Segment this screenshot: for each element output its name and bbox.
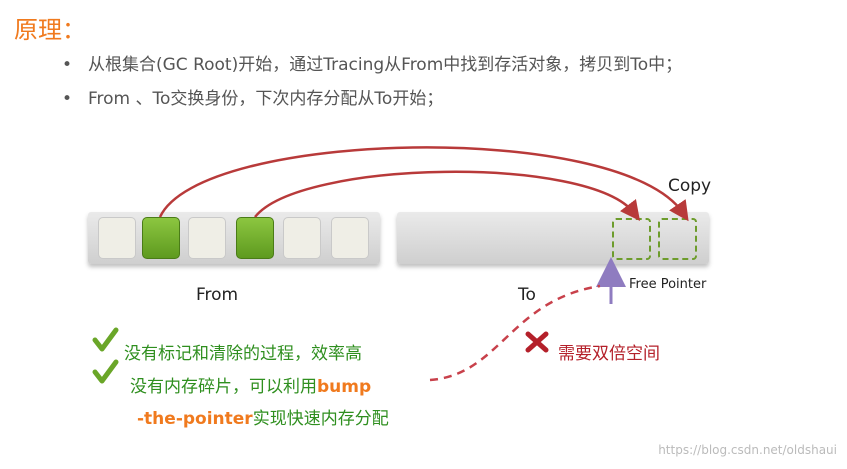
- from-cell-live-1: [142, 217, 180, 259]
- watermark: https://blog.csdn.net/oldshaui: [658, 443, 837, 457]
- pro-item-2: 没有内存碎片，可以利用bump: [130, 372, 371, 397]
- from-cell-live-2: [236, 217, 274, 259]
- from-cell-6: [331, 217, 369, 259]
- cross-icon: [525, 331, 549, 353]
- copy-arc-outer: [158, 146, 689, 222]
- bullet-dot-icon: •: [62, 55, 73, 75]
- bullet-text-2: From 、To交换身份，下次内存分配从To开始；: [88, 89, 444, 109]
- from-cell-3: [188, 217, 226, 259]
- from-cell-5: [283, 217, 321, 259]
- from-label: From: [196, 285, 239, 305]
- check-icon-1: [92, 327, 119, 352]
- pro-item-3-highlight: -the-pointer: [137, 409, 253, 429]
- bullet-dot-icon: •: [62, 89, 73, 109]
- bullet-item-2: • From 、To交换身份，下次内存分配从To开始；: [62, 84, 443, 109]
- to-region: [397, 212, 709, 264]
- pro-item-2-highlight: bump: [317, 377, 372, 397]
- copy-label: Copy: [668, 176, 712, 196]
- bullet-item-1: • 从根集合(GC Root)开始，通过Tracing从From中找到存活对象，拷…: [62, 50, 682, 75]
- from-cell-1: [98, 217, 136, 259]
- page-title: 原理：: [14, 16, 86, 44]
- bullet-text-1: 从根集合(GC Root)开始，通过Tracing从From中找到存活对象，拷贝…: [88, 55, 683, 75]
- pro-item-3-text: 实现快速内存分配: [252, 409, 389, 429]
- pro-item-3: -the-pointer实现快速内存分配: [137, 404, 389, 429]
- pro-item-1: 没有标记和清除的过程，效率高: [124, 344, 362, 364]
- dashed-connector: [429, 284, 601, 382]
- copy-arc-inner: [254, 170, 641, 221]
- free-pointer-label: Free Pointer: [629, 277, 707, 292]
- check-icon-2: [92, 359, 119, 384]
- to-label: To: [518, 285, 536, 305]
- con-item: 需要双倍空间: [558, 344, 660, 364]
- pro-item-2-text: 没有内存碎片，可以利用: [130, 377, 317, 397]
